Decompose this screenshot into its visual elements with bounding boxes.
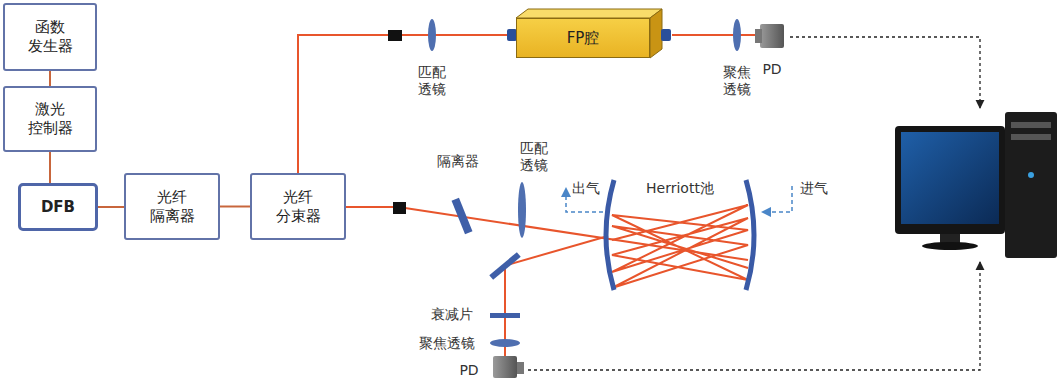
device-name: DFB xyxy=(41,198,75,217)
cable-line xyxy=(98,206,124,208)
part-label: 进气 xyxy=(800,180,828,197)
part-label: PD xyxy=(459,362,478,379)
part-label: 聚焦透镜 xyxy=(419,335,475,352)
device-box: 光纤 分束器 xyxy=(250,173,346,240)
gas-inlet-arrow xyxy=(762,186,792,212)
herriott-mirror xyxy=(606,180,614,290)
fold-mirror xyxy=(489,252,520,280)
device-box: 激光 控制器 xyxy=(3,86,97,152)
device-name: 激光 控制器 xyxy=(26,100,74,138)
fp-side-face xyxy=(650,9,662,58)
device-name: FP腔 xyxy=(567,29,600,48)
part-label: 隔离器 xyxy=(437,153,479,170)
fp-top-face xyxy=(516,9,662,18)
part-label: 聚焦 透镜 xyxy=(722,64,753,98)
lens xyxy=(428,19,436,51)
signal-line xyxy=(528,262,980,370)
photodiode xyxy=(755,24,784,48)
part-label: 出气 xyxy=(572,180,600,197)
part-label: 衰减片 xyxy=(431,306,473,323)
device-name: 光纤 分束器 xyxy=(274,188,322,226)
fiber-connector xyxy=(388,30,402,41)
photodiode xyxy=(493,356,524,378)
lens xyxy=(518,182,526,238)
part-label: 匹配 透镜 xyxy=(519,140,550,174)
part-label: PD xyxy=(762,61,781,78)
part-label: Herriott池 xyxy=(644,180,716,197)
attenuator xyxy=(490,313,520,318)
fiber-connector xyxy=(393,202,406,214)
device-box: DFB xyxy=(18,183,98,231)
part-label: 匹配 透镜 xyxy=(417,64,448,98)
device-name: 光纤 隔离器 xyxy=(148,188,196,226)
lower-beam xyxy=(346,205,748,356)
device-name: 函数 发生器 xyxy=(26,18,74,56)
isolator xyxy=(452,198,473,234)
device-box: 光纤 隔离器 xyxy=(124,173,220,240)
fiber-connector xyxy=(661,29,671,41)
lens xyxy=(490,339,520,347)
herriott-mirror xyxy=(746,180,754,290)
signal-line xyxy=(790,37,980,108)
cable-line xyxy=(220,206,250,208)
lens xyxy=(733,19,741,51)
device-box: 函数 发生器 xyxy=(3,3,97,71)
fp-cavity: FP腔 xyxy=(516,18,650,58)
cable-line xyxy=(49,152,51,183)
computer-icon xyxy=(895,112,1057,258)
cable-line xyxy=(49,71,51,86)
